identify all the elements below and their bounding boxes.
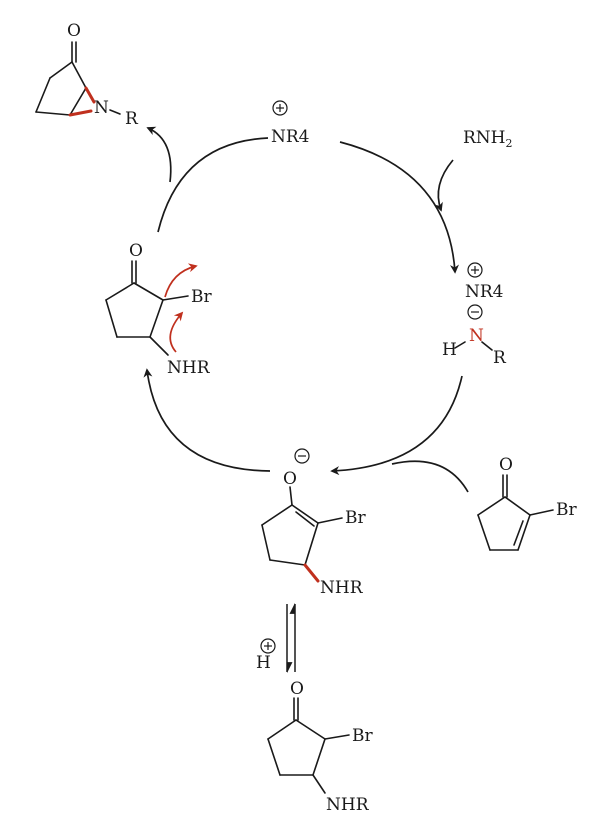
mechanism-arrow-nitrogen-attack <box>169 311 184 353</box>
enone-oxygen: O <box>499 455 513 475</box>
amide-cation-label: NR4 <box>465 282 504 302</box>
amide-anion: NR4 N H R <box>442 262 507 368</box>
plus-charge-icon <box>260 638 276 654</box>
minus-charge-icon <box>467 304 483 320</box>
amide-nitrogen: N <box>469 326 484 346</box>
cycle-arrow-top <box>157 137 269 233</box>
aziridine-r-group: R <box>125 109 139 129</box>
bromo-amino-ketone-intermediate: O Br NHR <box>105 241 212 378</box>
cycle-arrow-bottom-right <box>330 375 463 476</box>
equilibrium-arrows <box>286 602 296 674</box>
ketone-amine: NHR <box>326 795 370 815</box>
release-arrow <box>146 126 172 183</box>
proton-label: H <box>256 653 271 673</box>
mechanism-arrow-bromide-leaving <box>164 263 198 298</box>
enone-input-arrow <box>391 460 469 493</box>
amine-reagent-label: RNH2 <box>463 128 513 150</box>
intermediate-oxygen: O <box>129 241 143 261</box>
enolate: O Br NHR <box>261 448 366 598</box>
minus-charge-icon <box>294 448 310 464</box>
ketone-product: O Br NHR <box>267 679 373 815</box>
catalyst-label: NR4 <box>271 127 310 147</box>
amide-r-group: R <box>493 348 507 368</box>
enolate-oxygen: O <box>283 469 297 489</box>
enone-bromine: Br <box>556 500 577 520</box>
catalyst: NR4 <box>271 100 310 147</box>
aziridine-nitrogen: N <box>94 98 109 118</box>
ketone-oxygen: O <box>290 679 304 699</box>
plus-charge-icon <box>467 262 483 278</box>
cycle-arrow-right <box>339 141 459 274</box>
aziridine-oxygen: O <box>67 21 81 41</box>
aziridine-product: O N R <box>35 21 139 129</box>
cycle-arrow-left <box>143 368 271 472</box>
bromo-enone: O Br <box>477 455 577 551</box>
enolate-amine: NHR <box>320 578 364 598</box>
proton: H <box>256 638 276 673</box>
ketone-bromine: Br <box>352 726 373 746</box>
amide-hydrogen: H <box>442 340 457 360</box>
plus-charge-icon <box>272 100 288 116</box>
enolate-bromine: Br <box>345 508 366 528</box>
amine-input-arrow <box>434 159 454 212</box>
intermediate-amine: NHR <box>167 358 211 378</box>
intermediate-bromine: Br <box>191 287 212 307</box>
amine-reagent: RNH2 <box>463 128 513 150</box>
